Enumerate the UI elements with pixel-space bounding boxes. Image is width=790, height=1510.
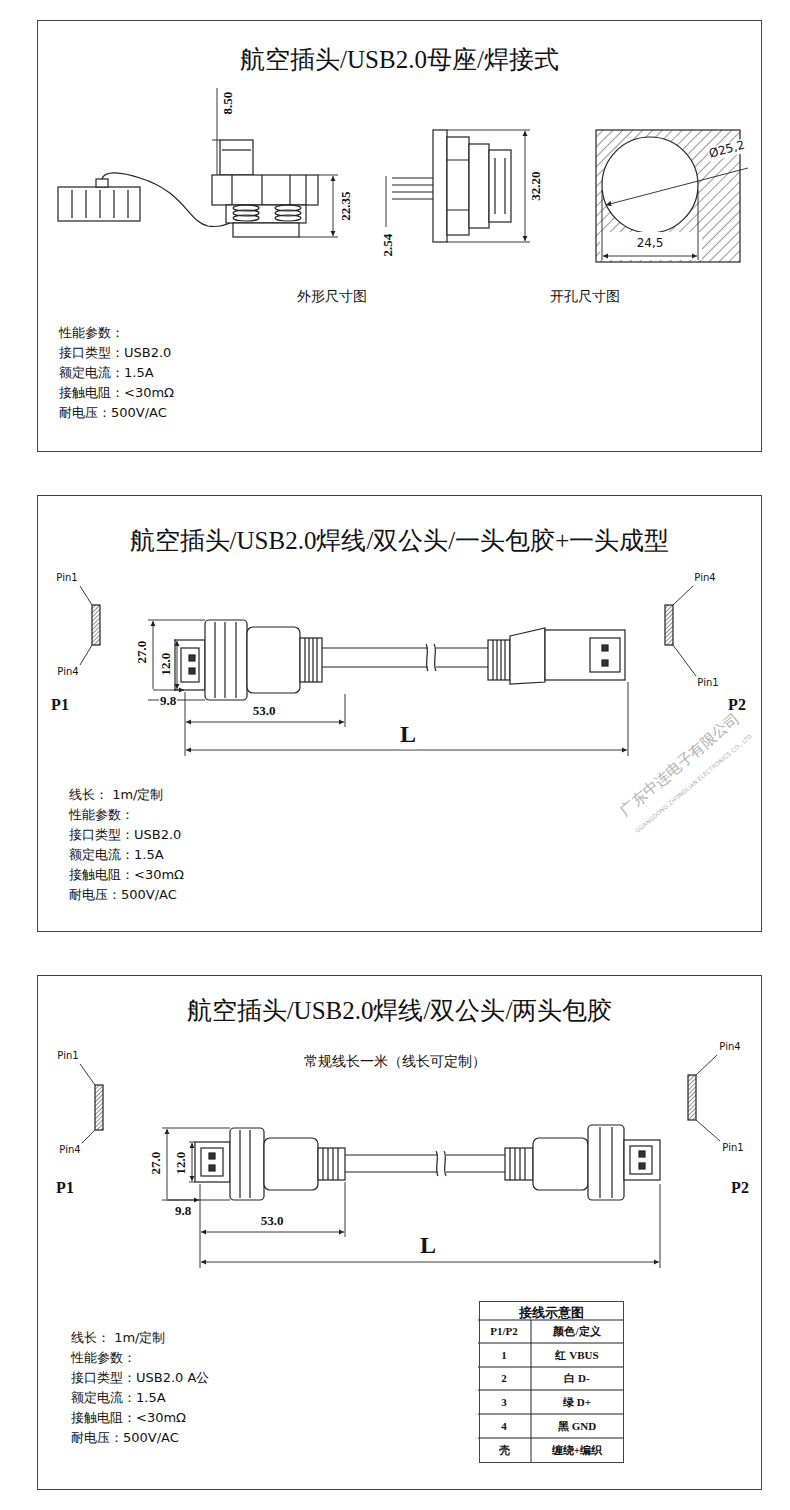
spec-line: 额定电流：1.5A — [58, 366, 155, 381]
spec-line: 耐电压：500V/AC — [70, 1431, 180, 1446]
spec-line: 额定电流：1.5A — [68, 848, 165, 863]
socket-side-view — [392, 130, 511, 242]
plug-label: P1 — [55, 1179, 75, 1197]
dimension: 9.8 — [159, 694, 177, 709]
spec-line: 性能参数： — [70, 1351, 137, 1366]
table-cell: 3 — [500, 1396, 508, 1409]
table-cell: 黑 GND — [557, 1420, 597, 1433]
table-cell: P1/P2 — [489, 1325, 519, 1338]
dimension: 32.20 — [529, 170, 544, 201]
pin-label: Pin1 — [721, 1142, 744, 1154]
pin-label: Pin1 — [696, 677, 719, 689]
panel-title: 航空插头/USB2.0焊线/双公头/两头包胶 — [187, 996, 613, 1026]
dimension-lines — [212, 88, 338, 237]
view-caption: 外形尺寸图 — [296, 289, 368, 305]
spec-line: 接触电阻：<30mΩ — [70, 1411, 187, 1426]
pin-label: Pin1 — [56, 1050, 79, 1062]
spec-line: 接口类型：USB2.0 A公 — [70, 1371, 210, 1386]
table-heading: 接线示意图 — [519, 1305, 584, 1321]
cable-drawing — [175, 620, 625, 700]
spec-line: 接触电阻：<30mΩ — [68, 868, 185, 883]
watermark: 广东中连电子有限公司 — [616, 710, 744, 821]
dimension: 8.50 — [221, 91, 236, 116]
spec-line: 耐电压：500V/AC — [58, 406, 168, 421]
table-cell: 1 — [500, 1349, 508, 1362]
panel-cutout — [596, 130, 748, 262]
dimension-lines — [148, 620, 628, 756]
dimension: 22.35 — [339, 190, 354, 221]
pin-label: Pin4 — [56, 666, 79, 678]
dimension: 53.0 — [252, 704, 277, 719]
dimension: 27.0 — [135, 640, 150, 665]
table-cell: 壳 — [498, 1444, 511, 1457]
dimension: L — [399, 721, 417, 749]
table-cell: 颜色/定义 — [552, 1325, 601, 1338]
spec-line: 额定电流：1.5A — [70, 1391, 167, 1406]
table-grid — [478, 1320, 623, 1462]
spec-line: 线长： 1m/定制 — [70, 1331, 166, 1346]
plug-label: P2 — [730, 1179, 750, 1197]
table-cell: 红 VBUS — [554, 1349, 599, 1362]
view-caption: 开孔尺寸图 — [549, 289, 621, 305]
pin-label: Pin4 — [58, 1144, 81, 1156]
dimension: L — [419, 1232, 437, 1260]
panel-title: 航空插头/USB2.0焊线/双公头/一头包胶+一头成型 — [130, 526, 670, 556]
dimension-lines — [162, 1128, 660, 1268]
spec-line: 性能参数： — [58, 326, 125, 341]
dimension: 2.54 — [381, 233, 396, 258]
pin-label: Pin1 — [55, 572, 78, 584]
panel-title: 航空插头/USB2.0母座/焊接式 — [240, 45, 559, 75]
spec-line: 性能参数： — [68, 808, 135, 823]
dimension: 9.8 — [174, 1204, 192, 1219]
spec-line: 接口类型：USB2.0 — [58, 346, 172, 361]
dimension: 24,5 — [636, 237, 665, 251]
table-cell: 白 D- — [563, 1372, 590, 1385]
plug-label: P1 — [50, 696, 70, 714]
dimension: 53.0 — [260, 1214, 285, 1229]
dimension: Ø25,2 — [707, 138, 747, 161]
table-cell: 4 — [500, 1420, 508, 1433]
table-cell: 缠绕+编织 — [551, 1444, 603, 1457]
spec-line: 接触电阻：<30mΩ — [58, 386, 175, 401]
pin-label: Pin4 — [693, 572, 716, 584]
table-cell: 2 — [500, 1372, 508, 1385]
dimension: 27.0 — [149, 1151, 164, 1176]
table-cell: 绿 D+ — [562, 1396, 592, 1409]
dimension: 12.0 — [174, 1151, 189, 1176]
cable-drawing — [195, 1125, 660, 1200]
dimension-lines — [386, 130, 530, 242]
pin-face — [80, 586, 696, 676]
length-note: 常规线长一米（线长可定制） — [303, 1054, 487, 1070]
spec-line: 耐电压：500V/AC — [68, 888, 178, 903]
dimension: 12.0 — [159, 652, 174, 677]
spec-line: 线长： 1m/定制 — [68, 788, 164, 803]
pin-label: Pin4 — [718, 1041, 741, 1053]
drawing-panel: 航空插头/USB2.0焊线/双公头/一头包胶+一头成型 — [37, 495, 762, 932]
socket-outline-view — [58, 140, 318, 237]
spec-line: 接口类型：USB2.0 — [68, 828, 182, 843]
